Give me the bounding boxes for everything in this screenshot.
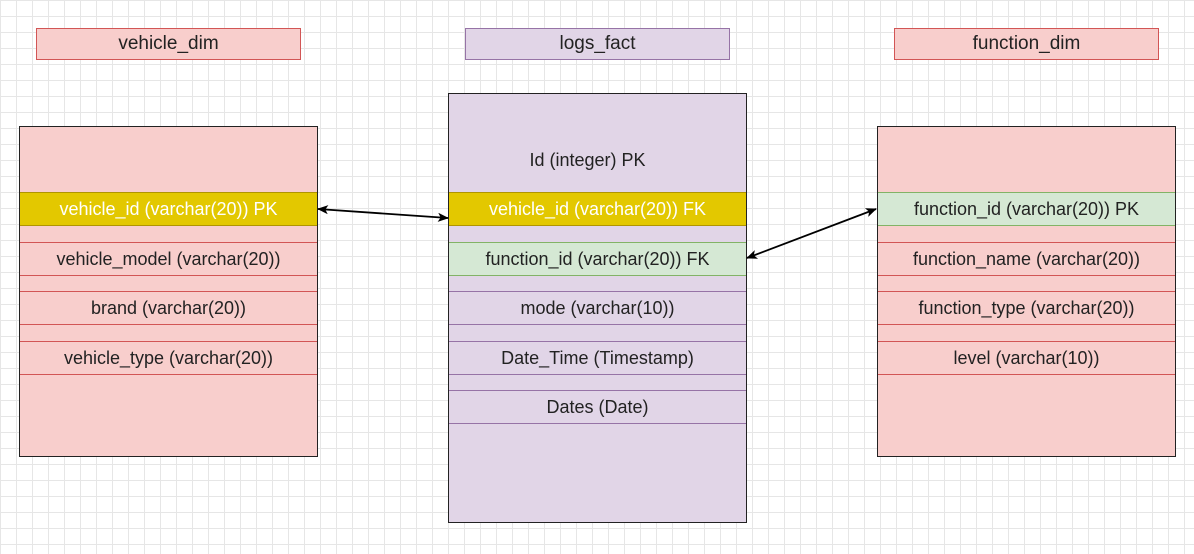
row-label: vehicle_model (varchar(20))	[56, 248, 281, 269]
row-label: Date_Time (Timestamp)	[501, 347, 694, 368]
row-label: vehicle_type (varchar(20))	[63, 347, 274, 368]
relation-arrow-function[interactable]	[746, 208, 877, 259]
row-label: vehicle_id (varchar(20)) PK	[59, 198, 278, 219]
logs-fact-row-dates[interactable]: Dates (Date)	[449, 390, 746, 424]
function-dim-table[interactable]: function_id (varchar(20)) PK function_na…	[877, 126, 1176, 457]
logs-fact-row-mode[interactable]: mode (varchar(10))	[449, 291, 746, 325]
logs-fact-table[interactable]: Id (integer) PK vehicle_id (varchar(20))…	[448, 93, 747, 523]
function-dim-row-level[interactable]: level (varchar(10))	[878, 341, 1175, 375]
vehicle-dim-table[interactable]: vehicle_id (varchar(20)) PK vehicle_mode…	[19, 126, 318, 457]
row-label: mode (varchar(10))	[520, 297, 675, 318]
row-label: function_type (varchar(20))	[918, 297, 1135, 318]
function-dim-row-function-type[interactable]: function_type (varchar(20))	[878, 291, 1175, 325]
function-dim-title-label: function_dim	[972, 33, 1081, 54]
relation-arrow-vehicle[interactable]	[317, 205, 449, 222]
row-label: Dates (Date)	[546, 396, 649, 417]
row-label: function_name (varchar(20))	[912, 248, 1141, 269]
logs-fact-title-label: logs_fact	[559, 33, 636, 54]
logs-fact-row-function-id[interactable]: function_id (varchar(20)) FK	[449, 242, 746, 276]
vehicle-dim-row-vehicle-type[interactable]: vehicle_type (varchar(20))	[20, 341, 317, 375]
logs-fact-row-vehicle-id[interactable]: vehicle_id (varchar(20)) FK	[449, 192, 746, 226]
row-label: brand (varchar(20))	[90, 297, 247, 318]
row-label: level (varchar(10))	[953, 347, 1100, 368]
logs-fact-row-date-time[interactable]: Date_Time (Timestamp)	[449, 341, 746, 375]
logs-fact-header: Id (integer) PK	[529, 150, 646, 170]
function-dim-row-function-id[interactable]: function_id (varchar(20)) PK	[878, 192, 1175, 226]
vehicle-dim-title: vehicle_dim	[36, 28, 301, 60]
vehicle-dim-row-vehicle-model[interactable]: vehicle_model (varchar(20))	[20, 242, 317, 276]
row-label: vehicle_id (varchar(20)) FK	[488, 198, 707, 219]
function-dim-title: function_dim	[894, 28, 1159, 60]
row-label: function_id (varchar(20)) FK	[485, 248, 710, 269]
vehicle-dim-row-brand[interactable]: brand (varchar(20))	[20, 291, 317, 325]
row-label: function_id (varchar(20)) PK	[913, 198, 1140, 219]
vehicle-dim-row-vehicle-id[interactable]: vehicle_id (varchar(20)) PK	[20, 192, 317, 226]
logs-fact-title: logs_fact	[465, 28, 730, 60]
vehicle-dim-title-label: vehicle_dim	[118, 33, 219, 54]
function-dim-row-function-name[interactable]: function_name (varchar(20))	[878, 242, 1175, 276]
